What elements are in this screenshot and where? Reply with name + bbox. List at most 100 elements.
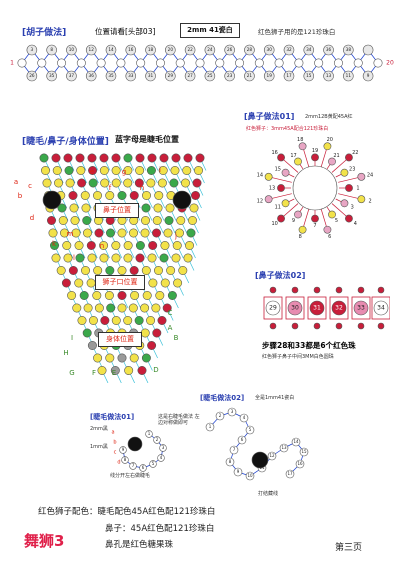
lash1-bead — [119, 446, 127, 454]
letter-h: h — [140, 184, 144, 192]
nose1-bead — [311, 153, 319, 162]
middle-bead — [96, 58, 106, 68]
face-bead — [134, 316, 144, 326]
face-bead — [117, 291, 127, 301]
face-bead — [68, 266, 78, 276]
footer-line2: 鼻子：45A红色配121珍珠白 — [105, 524, 215, 534]
nose2-title: [鼻子做法02] — [255, 271, 306, 280]
face-bead — [65, 178, 75, 188]
face-bead — [87, 253, 97, 263]
face-bead — [146, 178, 156, 188]
lash1-bead — [159, 444, 167, 452]
face-bead — [80, 190, 90, 200]
face-bead — [153, 203, 163, 213]
face-bead — [100, 316, 110, 326]
nose1-bead — [357, 172, 366, 181]
middle-bead — [17, 58, 27, 68]
letter-G: G — [69, 369, 74, 377]
face-bead — [195, 153, 205, 163]
lash2-number: 12 — [269, 453, 275, 458]
nose1-bead — [340, 199, 349, 208]
nose1-number: 19 — [312, 148, 318, 154]
bottom-bead-number: 15 — [306, 73, 312, 78]
lash2-number: 5 — [249, 427, 252, 432]
nose1-bead — [277, 214, 285, 223]
bottom-bead-number: 21 — [247, 73, 253, 78]
start-number: 1 — [10, 60, 14, 67]
face-bead — [189, 203, 199, 213]
footer-line1: 红色狮子配色：睫毛配色45A红色配121珍珠白 — [38, 507, 216, 517]
top-bead-number: 36 — [326, 47, 332, 52]
bottom-bead — [145, 70, 156, 82]
face-bead — [82, 216, 92, 226]
face-bead — [111, 165, 121, 175]
nose1-bead — [323, 142, 332, 151]
bottom-bead-number: 9 — [367, 73, 370, 78]
face-bead — [87, 153, 97, 163]
nose1-number: 6 — [328, 234, 331, 240]
face-bead — [83, 228, 93, 238]
nose2-bottom-bead — [335, 322, 343, 330]
nose1-number: 18 — [297, 137, 303, 143]
middle-bead — [235, 58, 245, 68]
top-bead — [125, 44, 137, 56]
face-bead — [106, 303, 116, 313]
lash2-note: 全是1mm41瓷白 — [255, 395, 295, 401]
face-bead — [135, 253, 145, 263]
face-bead — [56, 266, 66, 276]
face-bead — [157, 316, 167, 326]
face-bead — [124, 366, 134, 376]
face-bead — [172, 241, 182, 251]
letter-C: C — [168, 309, 173, 317]
face-bead — [176, 216, 186, 226]
face-bead — [171, 153, 181, 163]
face-bead — [182, 165, 192, 175]
bottom-bead — [362, 70, 374, 82]
nose2-top-bead — [335, 286, 343, 294]
face-bead — [135, 165, 145, 175]
lash1-bead — [145, 430, 153, 438]
right-eye — [172, 190, 192, 210]
face-bead — [140, 303, 150, 313]
face-bead — [140, 228, 150, 238]
letter-A: A — [168, 324, 173, 332]
top-bead-number: 32 — [286, 47, 292, 52]
face-bead — [183, 153, 193, 163]
lash2-bead — [279, 443, 289, 453]
bottom-bead — [26, 70, 38, 82]
lash2-bead — [215, 411, 225, 421]
face-bead — [97, 366, 107, 376]
face-bead — [87, 341, 97, 351]
letter-a: a — [14, 178, 18, 186]
middle-bead — [333, 58, 343, 68]
lash1-letter-c: c — [114, 450, 117, 456]
face-bead — [188, 216, 198, 226]
top-bead-number: 24 — [207, 47, 213, 52]
face-bead — [40, 165, 50, 175]
face-bead — [117, 266, 127, 276]
face-bead — [191, 190, 201, 200]
face-bead — [88, 316, 98, 326]
top-bead-number: 16 — [128, 47, 134, 52]
bottom-bead — [66, 70, 77, 82]
face-bead — [155, 291, 165, 301]
nose1-bead — [357, 195, 366, 204]
face-bead — [160, 241, 170, 251]
lash1-title: [睫毛做法01] — [90, 413, 135, 421]
face-bead — [106, 228, 116, 238]
lash1-number: 2 — [156, 437, 159, 442]
nose2-bead — [287, 300, 303, 316]
nose1-bead — [264, 195, 273, 204]
letter-l: l — [73, 254, 75, 262]
middle-bead — [254, 58, 264, 68]
nose2-bead — [373, 300, 389, 316]
face-bead — [61, 278, 71, 288]
face-bead — [141, 216, 151, 226]
nose1-bead — [277, 153, 285, 162]
face-bead — [51, 153, 61, 163]
bottom-bead — [125, 70, 137, 82]
face-bead — [123, 165, 133, 175]
face-bead — [72, 303, 82, 313]
face-bead — [93, 353, 103, 363]
